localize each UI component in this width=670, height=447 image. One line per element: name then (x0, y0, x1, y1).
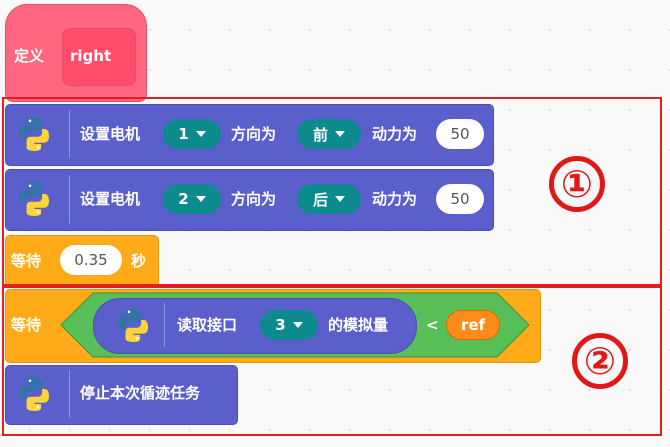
set-motor-block-1[interactable] (5, 104, 494, 166)
python-icon (19, 117, 49, 151)
python-icon (19, 377, 49, 411)
annotation-number-2: ② (572, 333, 628, 389)
chevron-down-icon (195, 131, 206, 137)
wait-seconds-input[interactable]: 0.35 (60, 245, 122, 275)
set-motor-label: 设置电机 (80, 190, 141, 208)
seconds-unit-label: 秒 (131, 252, 147, 270)
direction-value: 前 (312, 125, 328, 144)
wait-until-label: 等待 (11, 316, 42, 334)
chevron-down-icon (335, 131, 345, 137)
analog-value-label: 的模拟量 (328, 316, 389, 334)
power-label: 动力为 (372, 125, 418, 143)
less-than-symbol: < (426, 316, 439, 334)
motor-dropdown[interactable]: 2 (163, 184, 221, 214)
power-input[interactable]: 50 (436, 119, 484, 149)
direction-label: 方向为 (231, 190, 277, 208)
port-value: 3 (275, 316, 286, 334)
chevron-down-icon (335, 196, 345, 202)
chevron-down-icon (195, 196, 206, 202)
power-input[interactable]: 50 (436, 184, 484, 214)
set-motor-label: 设置电机 (80, 125, 141, 143)
highlight-box-2 (2, 286, 662, 436)
define-name-slot[interactable] (62, 28, 136, 86)
direction-dropdown[interactable]: 前 (297, 119, 361, 149)
set-motor-block-2[interactable] (5, 169, 494, 231)
read-port-label: 读取接口 (177, 316, 238, 334)
python-icon (118, 308, 148, 342)
wait-label: 等待 (11, 252, 42, 270)
direction-label: 方向为 (231, 125, 277, 143)
annotation-number-1: ① (549, 156, 605, 212)
port-dropdown[interactable]: 3 (260, 310, 318, 340)
stop-tracking-label: 停止本次循迹任务 (80, 384, 201, 402)
direction-value: 后 (312, 190, 328, 209)
ref-variable[interactable]: ref (446, 310, 500, 340)
motor-value: 2 (178, 190, 189, 208)
motor-value: 1 (178, 125, 189, 143)
define-name: right (70, 47, 112, 65)
define-label: 定义 (14, 47, 45, 65)
ref-variable-label: ref (460, 316, 486, 334)
direction-dropdown[interactable]: 后 (297, 184, 361, 214)
highlight-box-1 (2, 97, 662, 286)
power-label: 动力为 (372, 190, 418, 208)
python-icon (19, 182, 49, 216)
motor-dropdown[interactable]: 1 (163, 119, 221, 149)
chevron-down-icon (292, 322, 303, 328)
